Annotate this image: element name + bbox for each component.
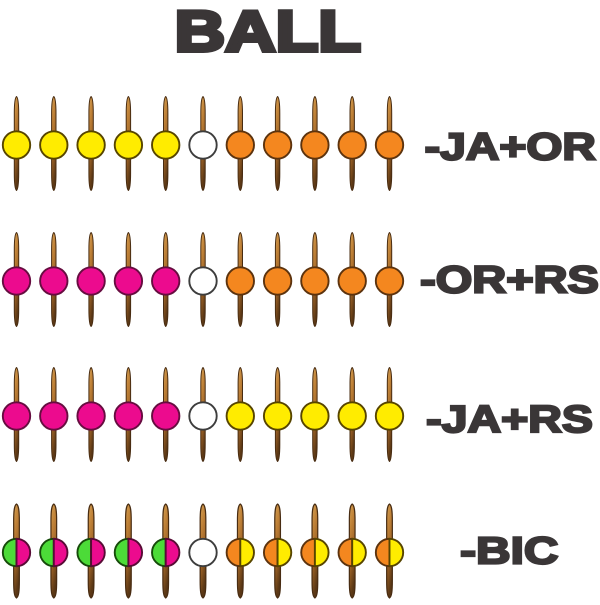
svg-text:BALL: BALL: [175, 0, 361, 64]
svg-text:-OR+RS: -OR+RS: [420, 259, 599, 302]
svg-text:-JA+OR: -JA+OR: [425, 126, 596, 169]
svg-text:-BIC: -BIC: [460, 530, 558, 573]
svg-text:-JA+RS: -JA+RS: [426, 398, 593, 441]
